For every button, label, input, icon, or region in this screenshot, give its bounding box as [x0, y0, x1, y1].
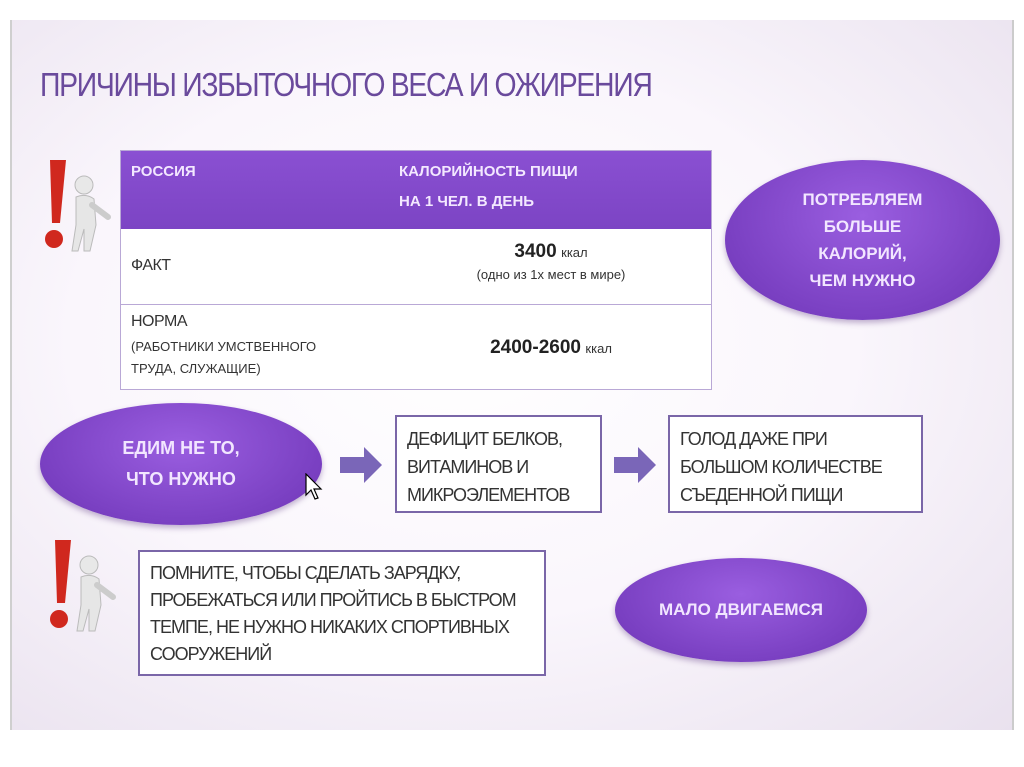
exclamation-figure-icon: [50, 540, 116, 632]
box-text: СООРУЖЕНИЙ: [150, 644, 272, 664]
ellipse-text: ЕДИМ НЕ ТО,: [122, 438, 240, 459]
ellipse-text: БОЛЬШЕ: [823, 216, 902, 236]
row-label: ФАКТ: [131, 257, 171, 274]
ellipse-low-movement: МАЛО ДВИГАЕМСЯ: [615, 558, 867, 662]
ellipse-text: КАЛОРИЙ,: [818, 244, 907, 263]
box-text: СЪЕДЕННОЙ ПИЩИ: [680, 485, 843, 505]
fact-unit: ккал: [561, 245, 588, 260]
fact-note: (одно из 1х мест в мире): [476, 267, 626, 282]
mouse-cursor-icon: [305, 473, 323, 500]
header-calories-line1: КАЛОРИЙНОСТЬ ПИЩИ: [399, 163, 578, 180]
box-text: БОЛЬШОМ КОЛИЧЕСТВЕ: [680, 457, 883, 477]
box-text: МИКРОЭЛЕМЕНТОВ: [407, 485, 570, 505]
row-sublabel-2: ТРУДА, СЛУЖАЩИЕ): [131, 361, 261, 376]
header-country: РОССИЯ: [131, 163, 196, 180]
box-text: ВИТАМИНОВ И: [407, 457, 529, 477]
header-calories-line2: НА 1 ЧЕЛ. В ДЕНЬ: [399, 193, 535, 210]
fact-value: 3400: [514, 241, 557, 262]
box-text: ДЕФИЦИТ БЕЛКОВ,: [407, 429, 563, 449]
table-header: РОССИЯ КАЛОРИЙНОСТЬ ПИЩИ НА 1 ЧЕЛ. В ДЕН…: [121, 151, 711, 229]
slide-title: ПРИЧИНЫ ИЗБЫТОЧНОГО ВЕСА И ОЖИРЕНИЯ: [40, 66, 653, 103]
box-text: ПРОБЕЖАТЬСЯ ИЛИ ПРОЙТИСЬ В БЫСТРОМ: [150, 590, 517, 610]
arrow-right-icon: [340, 447, 382, 483]
box-text: ТЕМПЕ, НЕ НУЖНО НИКАКИХ СПОРТИВНЫХ: [150, 617, 510, 637]
box-hunger: ГОЛОД ДАЖЕ ПРИ БОЛЬШОМ КОЛИЧЕСТВЕ СЪЕДЕН…: [668, 415, 923, 513]
arrow-right-icon: [614, 447, 656, 483]
norm-value: 2400-2600: [490, 337, 581, 358]
norm-unit: ккал: [585, 341, 612, 356]
table-row-norm: НОРМА (РАБОТНИКИ УМСТВЕННОГО ТРУДА, СЛУЖ…: [121, 304, 711, 389]
row-sublabel-1: (РАБОТНИКИ УМСТВЕННОГО: [131, 339, 317, 354]
box-text: ПОМНИТЕ, ЧТОБЫ СДЕЛАТЬ ЗАРЯДКУ,: [150, 563, 461, 583]
ellipse-text: МАЛО ДВИГАЕМСЯ: [659, 600, 823, 620]
ellipse-text: ЧТО НУЖНО: [126, 469, 236, 489]
box-deficit: ДЕФИЦИТ БЕЛКОВ, ВИТАМИНОВ И МИКРОЭЛЕМЕНТ…: [395, 415, 602, 513]
ellipse-text: ПОТРЕБЛЯЕМ: [802, 189, 923, 209]
table-row-fact: ФАКТ 3400 ккал (одно из 1х мест в мире): [121, 229, 711, 304]
ellipse-wrong-food: ЕДИМ НЕ ТО, ЧТО НУЖНО: [40, 403, 322, 525]
box-text: ГОЛОД ДАЖЕ ПРИ: [680, 429, 828, 449]
ellipse-more-calories: ПОТРЕБЛЯЕМ БОЛЬШЕ КАЛОРИЙ, ЧЕМ НУЖНО: [725, 160, 1000, 320]
box-reminder: ПОМНИТЕ, ЧТОБЫ СДЕЛАТЬ ЗАРЯДКУ, ПРОБЕЖАТ…: [138, 550, 546, 676]
exclamation-figure-icon: [45, 160, 111, 252]
ellipse-text: ЧЕМ НУЖНО: [809, 271, 916, 291]
calorie-table: РОССИЯ КАЛОРИЙНОСТЬ ПИЩИ НА 1 ЧЕЛ. В ДЕН…: [120, 150, 712, 390]
row-label: НОРМА: [131, 313, 188, 330]
